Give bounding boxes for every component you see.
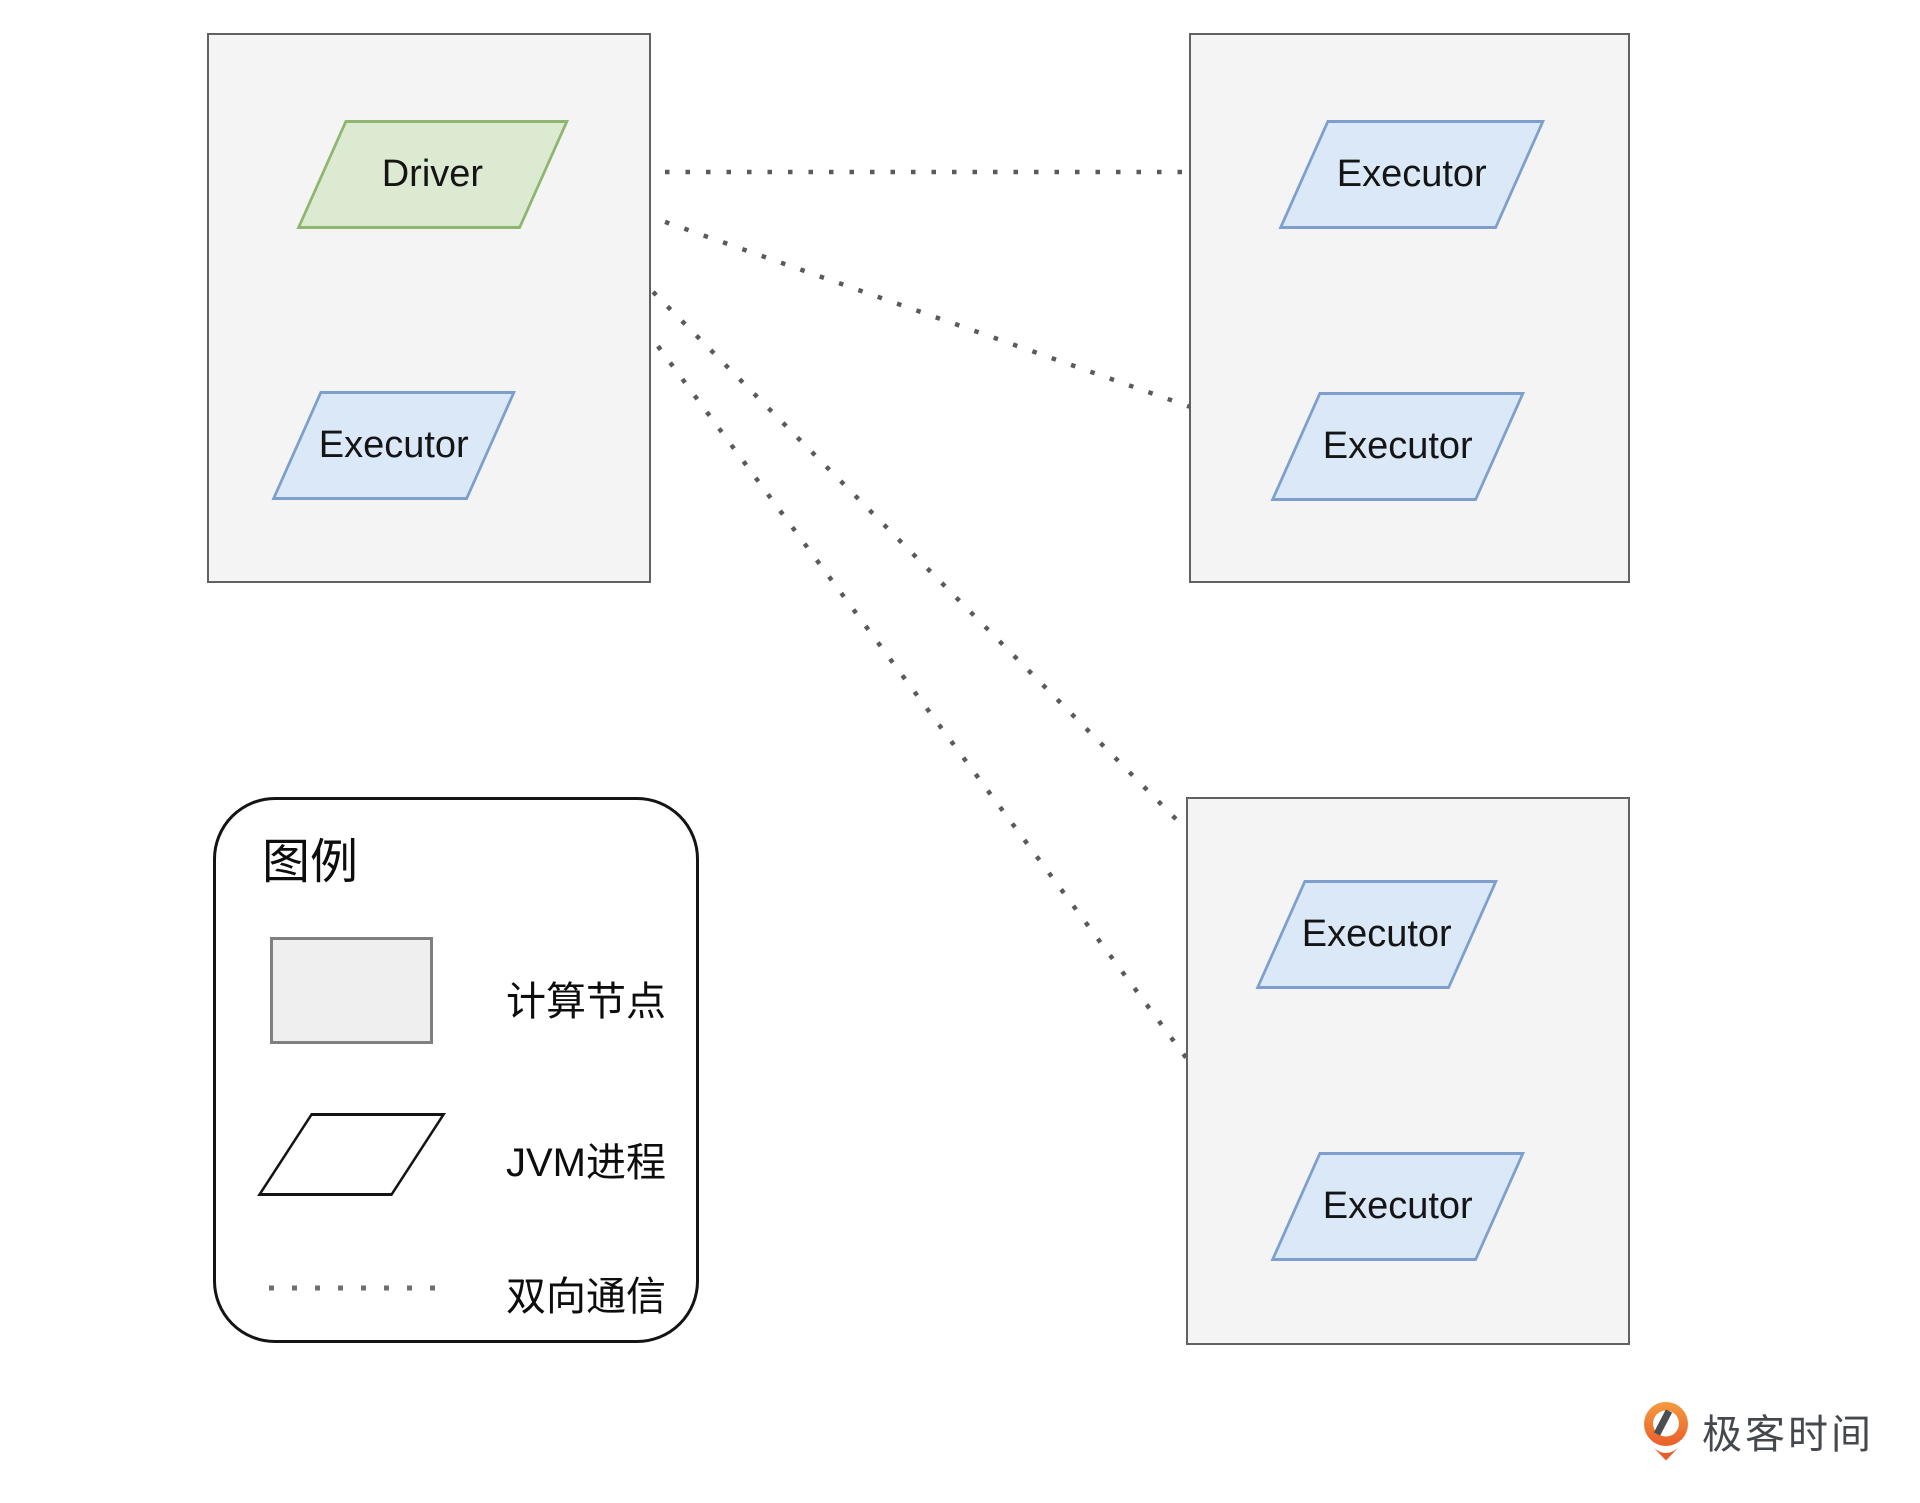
executor-label: Executor <box>318 424 469 466</box>
legend-box: 图例 计算节点 JVM进程 双向通信 <box>213 797 699 1343</box>
bidirectional-dotted-line-swatch <box>269 1285 453 1291</box>
compute-node-driver: Driver Executor <box>207 33 651 583</box>
legend-label-jvm-process: JVM进程 <box>506 1141 666 1185</box>
compute-node-swatch <box>270 937 433 1044</box>
executor-process-shape-tr-1: Executor <box>1278 120 1545 229</box>
connector-driver-bottom-right-executor-1 <box>550 188 1282 926</box>
legend-label-bidirectional-communication: 双向通信 <box>506 1275 666 1319</box>
legend-title: 图例 <box>262 836 359 889</box>
executor-process-shape-tr-2: Executor <box>1270 392 1525 501</box>
geektime-logo: 极客时间 <box>1643 1400 1874 1462</box>
connector-driver-top-right-executor-2 <box>548 178 1291 445</box>
driver-label: Driver <box>382 153 484 195</box>
executor-process-shape-local: Executor <box>271 391 516 500</box>
executor-process-shape-br-1: Executor <box>1255 880 1498 989</box>
compute-node-top-right: Executor Executor <box>1189 33 1630 583</box>
legend-label-compute-node: 计算节点 <box>506 980 666 1024</box>
executor-label: Executor <box>1336 153 1487 195</box>
geektime-logo-icon <box>1644 1402 1688 1461</box>
jvm-process-swatch <box>257 1113 446 1196</box>
executor-process-shape-br-2: Executor <box>1270 1152 1525 1261</box>
connector-driver-bottom-right-executor-2 <box>546 196 1287 1193</box>
executor-label: Executor <box>1322 1185 1473 1227</box>
executor-label: Executor <box>1322 425 1473 467</box>
geektime-logo-text: 极客时间 <box>1702 1413 1874 1457</box>
driver-process-shape: Driver <box>296 120 569 229</box>
compute-node-bottom-right: Executor Executor <box>1186 797 1630 1345</box>
executor-label: Executor <box>1301 913 1452 955</box>
